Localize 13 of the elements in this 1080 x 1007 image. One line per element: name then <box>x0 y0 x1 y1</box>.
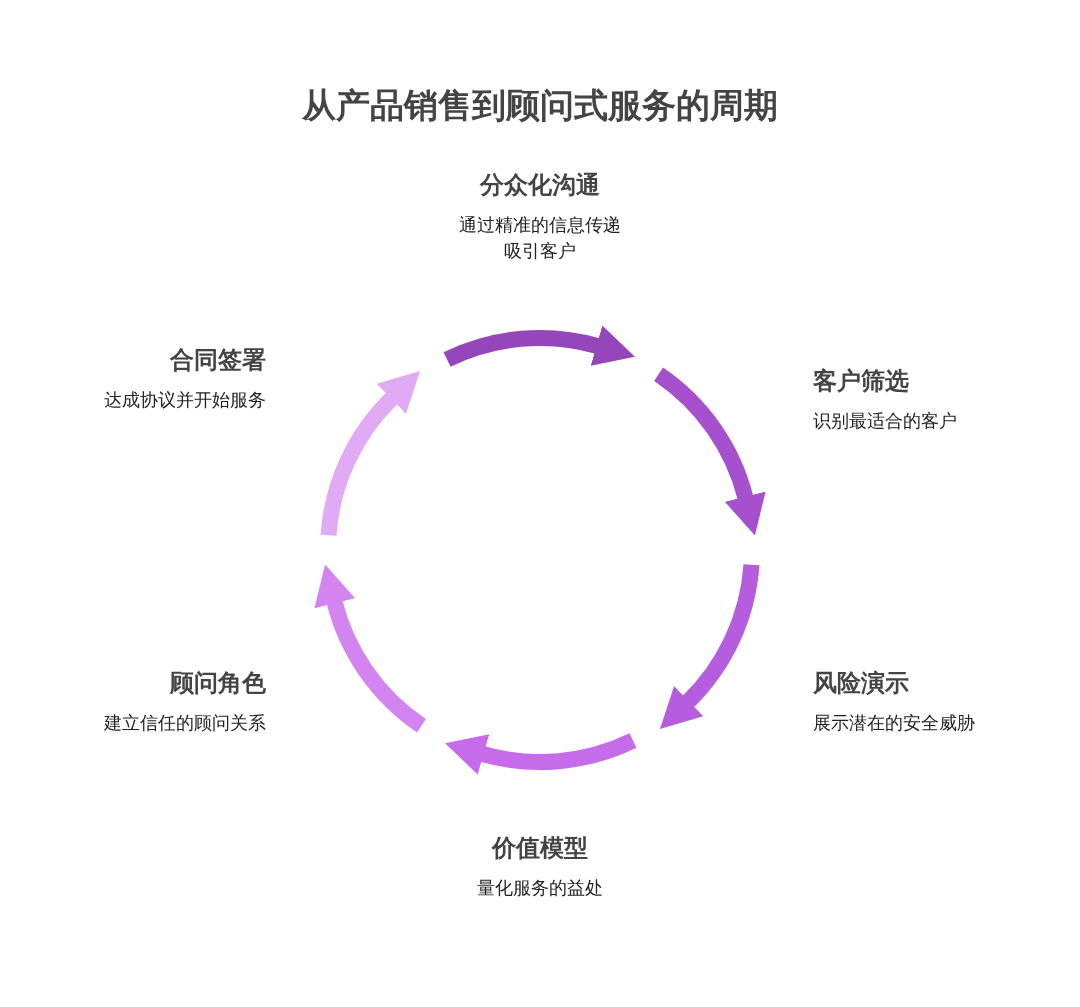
step-heading: 价值模型 <box>492 833 588 863</box>
step-description: 识别最适合的客户 <box>813 410 957 433</box>
step-heading: 顾问角色 <box>170 668 266 698</box>
step-heading: 合同签署 <box>170 345 266 375</box>
step-heading: 客户筛选 <box>813 366 909 396</box>
step-heading: 风险演示 <box>813 668 909 698</box>
step-description: 通过精准的信息传递吸引客户 <box>458 214 622 264</box>
diagram-title: 从产品销售到顾问式服务的周期 <box>300 85 779 126</box>
step-heading: 分众化沟通 <box>480 170 600 200</box>
step-description: 量化服务的益处 <box>477 877 603 900</box>
step-description: 达成协议并开始服务 <box>104 389 266 412</box>
step-description: 展示潜在的安全威胁 <box>813 712 975 735</box>
step-description: 建立信任的顾问关系 <box>104 712 266 735</box>
